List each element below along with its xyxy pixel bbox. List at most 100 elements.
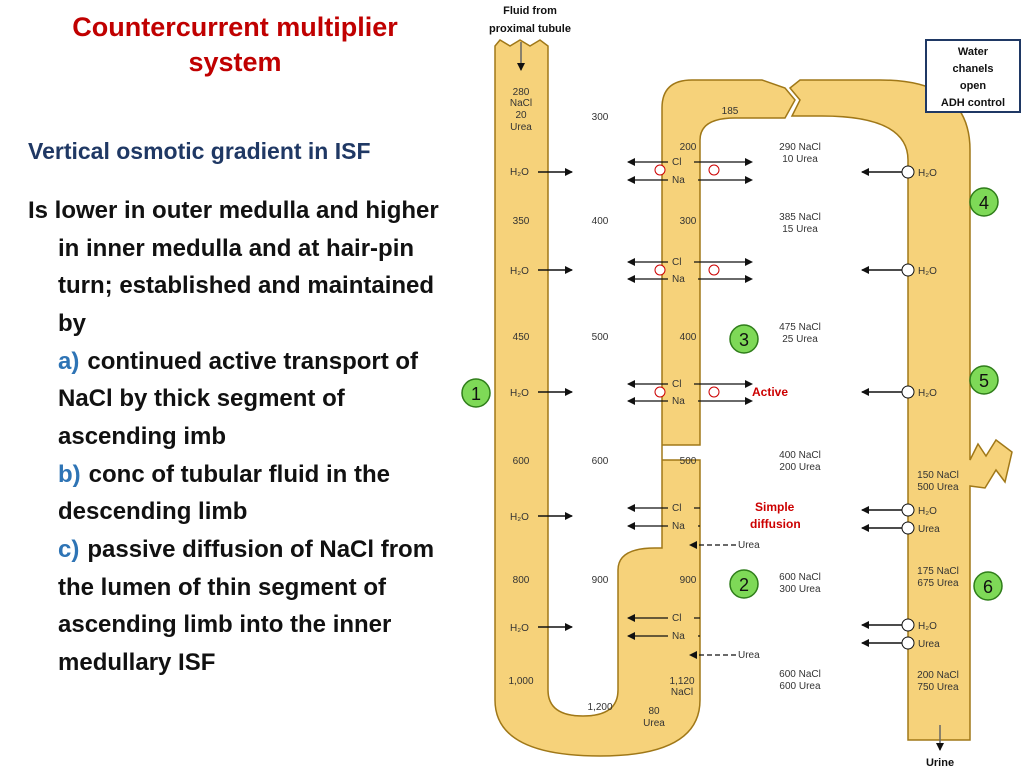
step-1: 1 xyxy=(471,384,481,404)
point-b: b)conc of tubular fluid in the descendin… xyxy=(28,456,448,531)
asc-value: 500 xyxy=(680,456,697,467)
urea-label: Urea xyxy=(738,540,760,551)
cd-urea: 750 Urea xyxy=(917,682,959,693)
intro-text: Is lower in outer medulla and higher in … xyxy=(28,197,439,338)
water-label-2: chanels xyxy=(953,63,994,75)
na-label: Na xyxy=(672,274,685,285)
mid-nacl: 475 NaCl xyxy=(779,322,821,333)
cd-nacl: 200 NaCl xyxy=(917,670,959,681)
asc-value: 900 xyxy=(680,575,697,586)
h2o-label: H₂O xyxy=(918,506,937,517)
slide-title: Countercurrent multiplier system xyxy=(72,12,398,78)
step-markers: 1 2 3 4 5 6 xyxy=(461,187,1003,601)
cd-nacl: 175 NaCl xyxy=(917,566,959,577)
h2o-label: H₂O xyxy=(510,512,529,523)
asc-value: 200 xyxy=(680,142,697,153)
water-label-3: open xyxy=(960,80,987,92)
urea-label: Urea xyxy=(918,524,940,535)
asc-value: Urea xyxy=(643,718,665,729)
cl-label: Cl xyxy=(672,157,681,168)
urine-label: Urine xyxy=(926,757,954,768)
mid-urea: 10 Urea xyxy=(782,154,818,165)
h2o-label: H₂O xyxy=(918,266,937,277)
desc-value: 1,000 xyxy=(508,676,533,687)
isf-value: 500 xyxy=(592,332,609,343)
h2o-label: H₂O xyxy=(510,623,529,634)
isf-value: 400 xyxy=(592,216,609,227)
mid-nacl: 400 NaCl xyxy=(779,450,821,461)
cd-nacl: 150 NaCl xyxy=(917,470,959,481)
fluid-label-1: Fluid from xyxy=(503,5,557,17)
cl-label: Cl xyxy=(672,613,681,624)
asc-value: 185 xyxy=(722,106,739,117)
cl-label: Cl xyxy=(672,257,681,268)
mid-nacl: 600 NaCl xyxy=(779,572,821,583)
na-label: Na xyxy=(672,521,685,532)
slide-body: Is lower in outer medulla and higher in … xyxy=(28,192,448,682)
isf-value: 900 xyxy=(592,575,609,586)
desc-water-arrows: H₂O H₂O H₂O H₂O H₂O xyxy=(510,167,573,634)
active-transport-rows: Cl Na Cl Na Cl Na Active xyxy=(627,155,788,407)
step-2: 2 xyxy=(739,575,749,595)
desc-value: 450 xyxy=(513,332,530,343)
water-box xyxy=(925,39,1021,113)
desc-value: 350 xyxy=(513,216,530,227)
middle-values: 290 NaCl 10 Urea 385 NaCl 15 Urea 475 Na… xyxy=(779,142,821,692)
desc-value: Urea xyxy=(510,122,532,133)
asc-value: NaCl xyxy=(671,687,693,698)
cd-water-arrows: H₂O H₂O H₂O H₂O Urea H₂O Urea xyxy=(861,165,940,650)
step-3: 3 xyxy=(739,330,749,350)
passive-diffusion-rows: Cl Na Urea Simple diffusion Cl Na Urea xyxy=(627,500,801,661)
point-c-marker: c) xyxy=(58,536,80,564)
mid-nacl: 600 NaCl xyxy=(779,669,821,680)
h2o-label: H₂O xyxy=(918,621,937,632)
isf-value: 600 xyxy=(592,456,609,467)
cl-label: Cl xyxy=(672,379,681,390)
desc-value: 600 xyxy=(513,456,530,467)
isf-value: 300 xyxy=(592,112,609,123)
active-label: Active xyxy=(752,385,788,399)
urea-label: Urea xyxy=(738,650,760,661)
asc-value: 1,120 xyxy=(669,676,694,687)
na-label: Na xyxy=(672,396,685,407)
point-a: a)continued active transport of NaCl by … xyxy=(28,343,448,456)
asc-value: 400 xyxy=(680,332,697,343)
h2o-label: H₂O xyxy=(510,167,529,178)
h2o-label: H₂O xyxy=(510,388,529,399)
h2o-label: H₂O xyxy=(918,168,937,179)
loop-of-henle xyxy=(494,39,796,757)
mid-urea: 300 Urea xyxy=(779,584,821,595)
simple-label-1: Simple xyxy=(755,500,795,514)
mid-urea: 15 Urea xyxy=(782,224,818,235)
cl-label: Cl xyxy=(672,503,681,514)
mid-urea: 25 Urea xyxy=(782,334,818,345)
isf-value: 1,200 xyxy=(587,702,612,713)
desc-value: NaCl xyxy=(510,98,532,109)
water-label-4: ADH control xyxy=(941,97,1005,109)
slide-subtitle: Vertical osmotic gradient in ISF xyxy=(28,138,371,164)
point-c-text: passive diffusion of NaCl from the lumen… xyxy=(58,536,435,677)
point-c: c)passive diffusion of NaCl from the lum… xyxy=(28,531,448,682)
step-5: 5 xyxy=(979,371,989,391)
urea-label: Urea xyxy=(918,639,940,650)
na-label: Na xyxy=(672,631,685,642)
point-a-marker: a) xyxy=(58,347,80,375)
h2o-label: H₂O xyxy=(510,266,529,277)
na-label: Na xyxy=(672,175,685,186)
asc-value: 80 xyxy=(648,706,660,717)
step-4: 4 xyxy=(979,193,989,213)
fluid-label-2: proximal tubule xyxy=(489,23,571,35)
desc-value: 800 xyxy=(513,575,530,586)
desc-value: 20 xyxy=(515,110,527,121)
mid-nacl: 385 NaCl xyxy=(779,212,821,223)
water-label-1: Water xyxy=(958,46,989,58)
mid-urea: 600 Urea xyxy=(779,681,821,692)
step-6: 6 xyxy=(983,577,993,597)
mid-nacl: 290 NaCl xyxy=(779,142,821,153)
cd-urea: 675 Urea xyxy=(917,578,959,589)
point-b-marker: b) xyxy=(58,460,81,488)
asc-value: 300 xyxy=(680,216,697,227)
simple-label-2: diffusion xyxy=(750,517,801,531)
collecting-duct xyxy=(788,79,1013,741)
